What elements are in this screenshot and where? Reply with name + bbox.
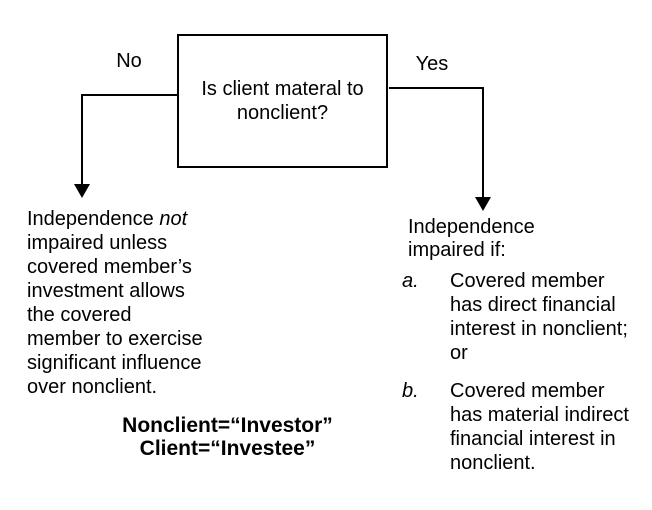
yes-outcome-item-b-text: Covered member has material indirect fin… (450, 380, 629, 474)
no-outcome-lead: Independence (27, 208, 154, 230)
decision-box-question: Is client materal to nonclient? (201, 78, 364, 124)
yes-branch-arrow-down-icon (475, 197, 491, 211)
yes-branch-label: Yes (415, 53, 449, 75)
no-branch-arrow-down-icon (74, 184, 90, 198)
yes-outcome-item-b: b. Covered member has material indirect … (402, 379, 637, 475)
no-branch-label: No (116, 50, 142, 72)
decision-box: Is client materal to nonclient? (177, 34, 388, 168)
yes-outcome-item-a-text: Covered member has direct financial inte… (450, 270, 628, 364)
yes-branch-connector-horizontal (389, 87, 483, 89)
no-outcome-body: impaired unless covered member’s investm… (27, 232, 203, 398)
yes-outcome-item-a-marker: a. (402, 270, 419, 292)
yes-outcome-heading: Independence impaired if: (408, 216, 535, 261)
no-branch-connector-horizontal (82, 94, 177, 96)
no-outcome-text: Independence not impaired unless covered… (27, 207, 232, 399)
yes-branch-connector-vertical (482, 87, 484, 199)
no-outcome-emphasis: not (159, 208, 188, 230)
yes-outcome-item-b-marker: b. (402, 380, 419, 402)
yes-outcome-item-a: a. Covered member has direct financial i… (402, 269, 637, 365)
no-branch-connector-vertical (81, 94, 83, 184)
legend-definitions: Nonclient=“Investor” Client=“Investee” (122, 414, 333, 460)
